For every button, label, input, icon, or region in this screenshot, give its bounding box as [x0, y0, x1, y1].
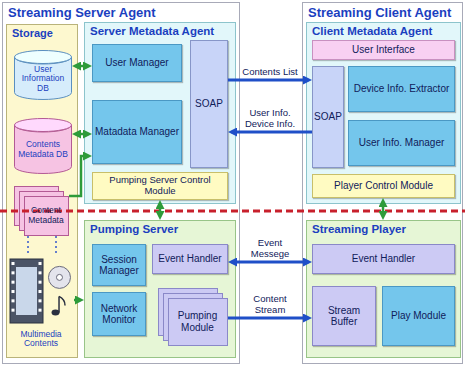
arrow-connector [74, 299, 80, 302]
node-label: Pumping Module [169, 310, 226, 332]
arrow-connector [232, 261, 309, 264]
storage-panel: StorageUser Information DB Contents Metad… [6, 24, 78, 358]
database-cylinder: Contents Metadata DB [14, 118, 72, 174]
agent-panel: Client Metadata AgentUser InterfaceSOAP D… [306, 22, 461, 204]
node-label: Device Info. Extractor [354, 83, 450, 94]
panel-title: Server Metadata Agent [85, 23, 235, 39]
process-box: Session Manager [92, 244, 146, 286]
arrow-connector [55, 236, 57, 255]
arrow-connector [159, 204, 162, 217]
process-box: Player Control Module [312, 174, 455, 198]
panel-title: Streaming Server Agent [3, 3, 239, 22]
process-box: User Manager [92, 44, 182, 82]
arrow-connector [76, 133, 89, 136]
arrow-connector [228, 317, 308, 320]
process-box: Stream Buffer [312, 286, 376, 346]
node-label: User Manager [105, 57, 168, 68]
node-label: Multimedia Contents [10, 330, 72, 349]
arrow-connector [69, 156, 88, 196]
arrow-connector [76, 65, 89, 68]
panel-title: Pumping Server [85, 221, 235, 237]
agent-panel: Streaming Client AgentClient Metadata Ag… [302, 2, 463, 364]
process-box: Pumping Server Control Module [92, 172, 228, 200]
process-box: User Info. Manager [348, 120, 455, 166]
arrow-connector [382, 202, 385, 217]
edge-label: Contents List [240, 67, 299, 77]
edge-label: Content Stream [240, 294, 300, 315]
edge-label: User Info. Device Info. [240, 108, 300, 129]
panel-title: Streaming Player [307, 221, 460, 237]
agent-panel: Streaming Server AgentStorageUser Inform… [2, 2, 240, 364]
process-box: Event Handler [312, 244, 455, 274]
node-label: Network Monitor [95, 303, 143, 325]
node-label: Matadata Manager [95, 126, 179, 137]
node-label: Pumping Server Control Module [95, 175, 225, 196]
panel-title: Streaming Client Agent [303, 3, 462, 22]
process-box: Matadata Manager [92, 100, 182, 164]
node-label: User Info. Manager [359, 137, 445, 148]
soap-bar: SOAP [190, 40, 228, 168]
module-stack: Pumping Module [158, 288, 228, 346]
node-label: Play Module [391, 310, 446, 321]
soap-bar: SOAP [312, 66, 344, 168]
process-box: Device Info. Extractor [348, 66, 455, 112]
node-label: Stream Buffer [315, 305, 373, 327]
process-box: Network Monitor [92, 292, 146, 336]
node-label: SOAP [314, 111, 342, 122]
node-label: SOAP [195, 98, 223, 109]
node-label: User Information DB [16, 65, 70, 94]
divider-line [0, 210, 465, 213]
node-label: Player Control Module [334, 180, 433, 191]
panel-title: Storage [7, 25, 77, 41]
node-label: User Interface [352, 44, 415, 55]
process-box: Play Module [382, 286, 455, 346]
node-label: Event Handler [158, 253, 221, 264]
node-label: Session Manager [95, 254, 143, 276]
agent-panel: Server Metadata AgentUser ManagerMatadat… [84, 22, 236, 204]
process-box: Event Handler [152, 244, 228, 274]
node-label: Event Handler [352, 253, 415, 264]
process-box: User Interface [312, 40, 455, 60]
media-icon: Multimedia Contents [8, 255, 74, 351]
arrow-connector [228, 79, 308, 82]
arrow-connector [232, 131, 312, 134]
player-panel: Streaming PlayerEvent HandlerStream Buff… [306, 220, 461, 358]
server-panel: Pumping ServerSession Manager Event Handl… [84, 220, 236, 358]
node-label: Contents Metadata DB [16, 140, 70, 159]
database-cylinder: User Information DB [14, 50, 72, 100]
panel-title: Client Metadata Agent [307, 23, 460, 39]
edge-label: Event Messege [240, 238, 300, 259]
arrow-connector [27, 236, 29, 255]
node-label: Content Metadata [25, 206, 67, 225]
